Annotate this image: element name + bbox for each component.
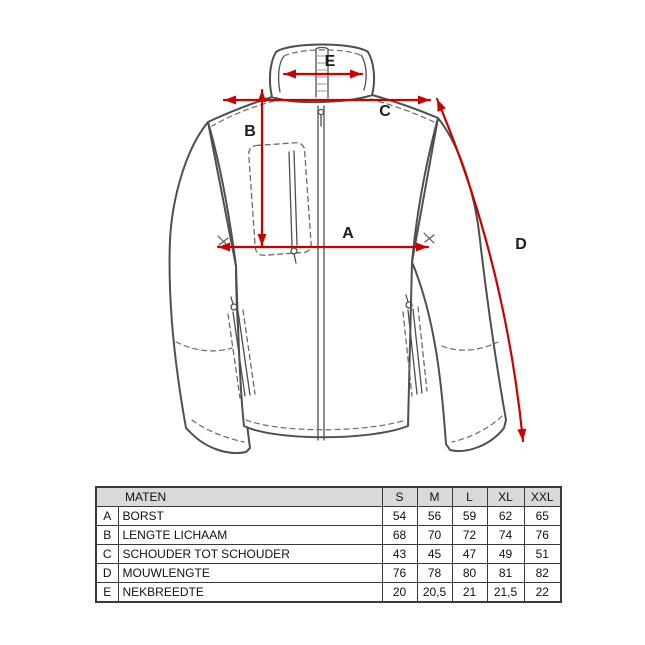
row-value: 65 [523, 506, 562, 526]
row-value: 54 [381, 506, 418, 526]
chest-pocket [248, 142, 312, 264]
measure-label-a: A [342, 225, 354, 242]
measure-arrow-d [435, 97, 527, 443]
row-value: 21 [451, 582, 488, 603]
jacket-measurement-diagram: A B C D E [168, 43, 527, 454]
row-code: C [95, 544, 119, 564]
row-code: E [95, 582, 119, 603]
underarm-pulls [217, 232, 435, 247]
table-row-mouwlengte: D MOUWLENGTE 76 78 80 81 82 [95, 563, 562, 583]
row-value: 22 [523, 582, 562, 603]
row-value: 45 [416, 544, 453, 564]
measure-label-d: D [515, 236, 527, 253]
row-value: 76 [381, 563, 418, 583]
size-table-title: MATEN [95, 486, 383, 507]
front-zipper [317, 105, 325, 441]
row-value: 74 [486, 525, 525, 545]
row-value: 81 [486, 563, 525, 583]
row-value: 51 [523, 544, 562, 564]
size-table: MATEN S M L XL XXL A BORST 54 56 59 62 6… [95, 486, 563, 603]
row-value: 80 [451, 563, 488, 583]
row-label: BORST [117, 506, 383, 526]
row-value: 21,5 [486, 582, 525, 603]
left-hand-pocket [227, 296, 256, 399]
size-table-header-row: MATEN S M L XL XXL [95, 486, 562, 507]
row-value: 78 [416, 563, 453, 583]
row-value: 43 [381, 544, 418, 564]
row-label: LENGTE LICHAAM [117, 525, 383, 545]
row-label: MOUWLENGTE [117, 563, 383, 583]
measure-label-b: B [244, 123, 256, 140]
right-hand-pocket [402, 294, 428, 397]
table-row-borst: A BORST 54 56 59 62 65 [95, 506, 562, 526]
size-header-xxl: XXL [523, 486, 562, 507]
measure-label-c: C [379, 103, 391, 120]
collar [268, 43, 376, 99]
jacket-body [207, 94, 439, 439]
measure-label-e: E [325, 53, 336, 70]
row-value: 47 [451, 544, 488, 564]
row-label: SCHOUDER TOT SCHOUDER [117, 544, 383, 564]
row-value: 68 [381, 525, 418, 545]
table-row-lengte-lichaam: B LENGTE LICHAAM 68 70 72 74 76 [95, 525, 562, 545]
measure-arrow-a [216, 242, 430, 252]
row-value: 62 [486, 506, 525, 526]
size-header-m: M [416, 486, 453, 507]
measure-arrow-e [282, 69, 364, 79]
row-code: D [95, 563, 119, 583]
row-value: 59 [451, 506, 488, 526]
row-label: NEKBREEDTE [117, 582, 383, 603]
size-header-l: L [451, 486, 488, 507]
row-value: 20,5 [416, 582, 453, 603]
row-value: 20 [381, 582, 418, 603]
row-code: B [95, 525, 119, 545]
measure-arrow-b [257, 88, 267, 248]
row-value: 70 [416, 525, 453, 545]
row-value: 82 [523, 563, 562, 583]
table-row-schouder-tot-schouder: C SCHOUDER TOT SCHOUDER 43 45 47 49 51 [95, 544, 562, 564]
row-value: 76 [523, 525, 562, 545]
right-sleeve [411, 117, 507, 452]
row-value: 56 [416, 506, 453, 526]
measurement-arrows [216, 69, 527, 443]
row-code: A [95, 506, 119, 526]
stitch-lines [175, 98, 503, 443]
table-row-nekbreedte: E NEKBREEDTE 20 20,5 21 21,5 22 [95, 582, 562, 603]
size-header-xl: XL [486, 486, 525, 507]
row-value: 72 [451, 525, 488, 545]
row-value: 49 [486, 544, 525, 564]
jacket-drawing [168, 43, 507, 454]
size-header-s: S [381, 486, 418, 507]
